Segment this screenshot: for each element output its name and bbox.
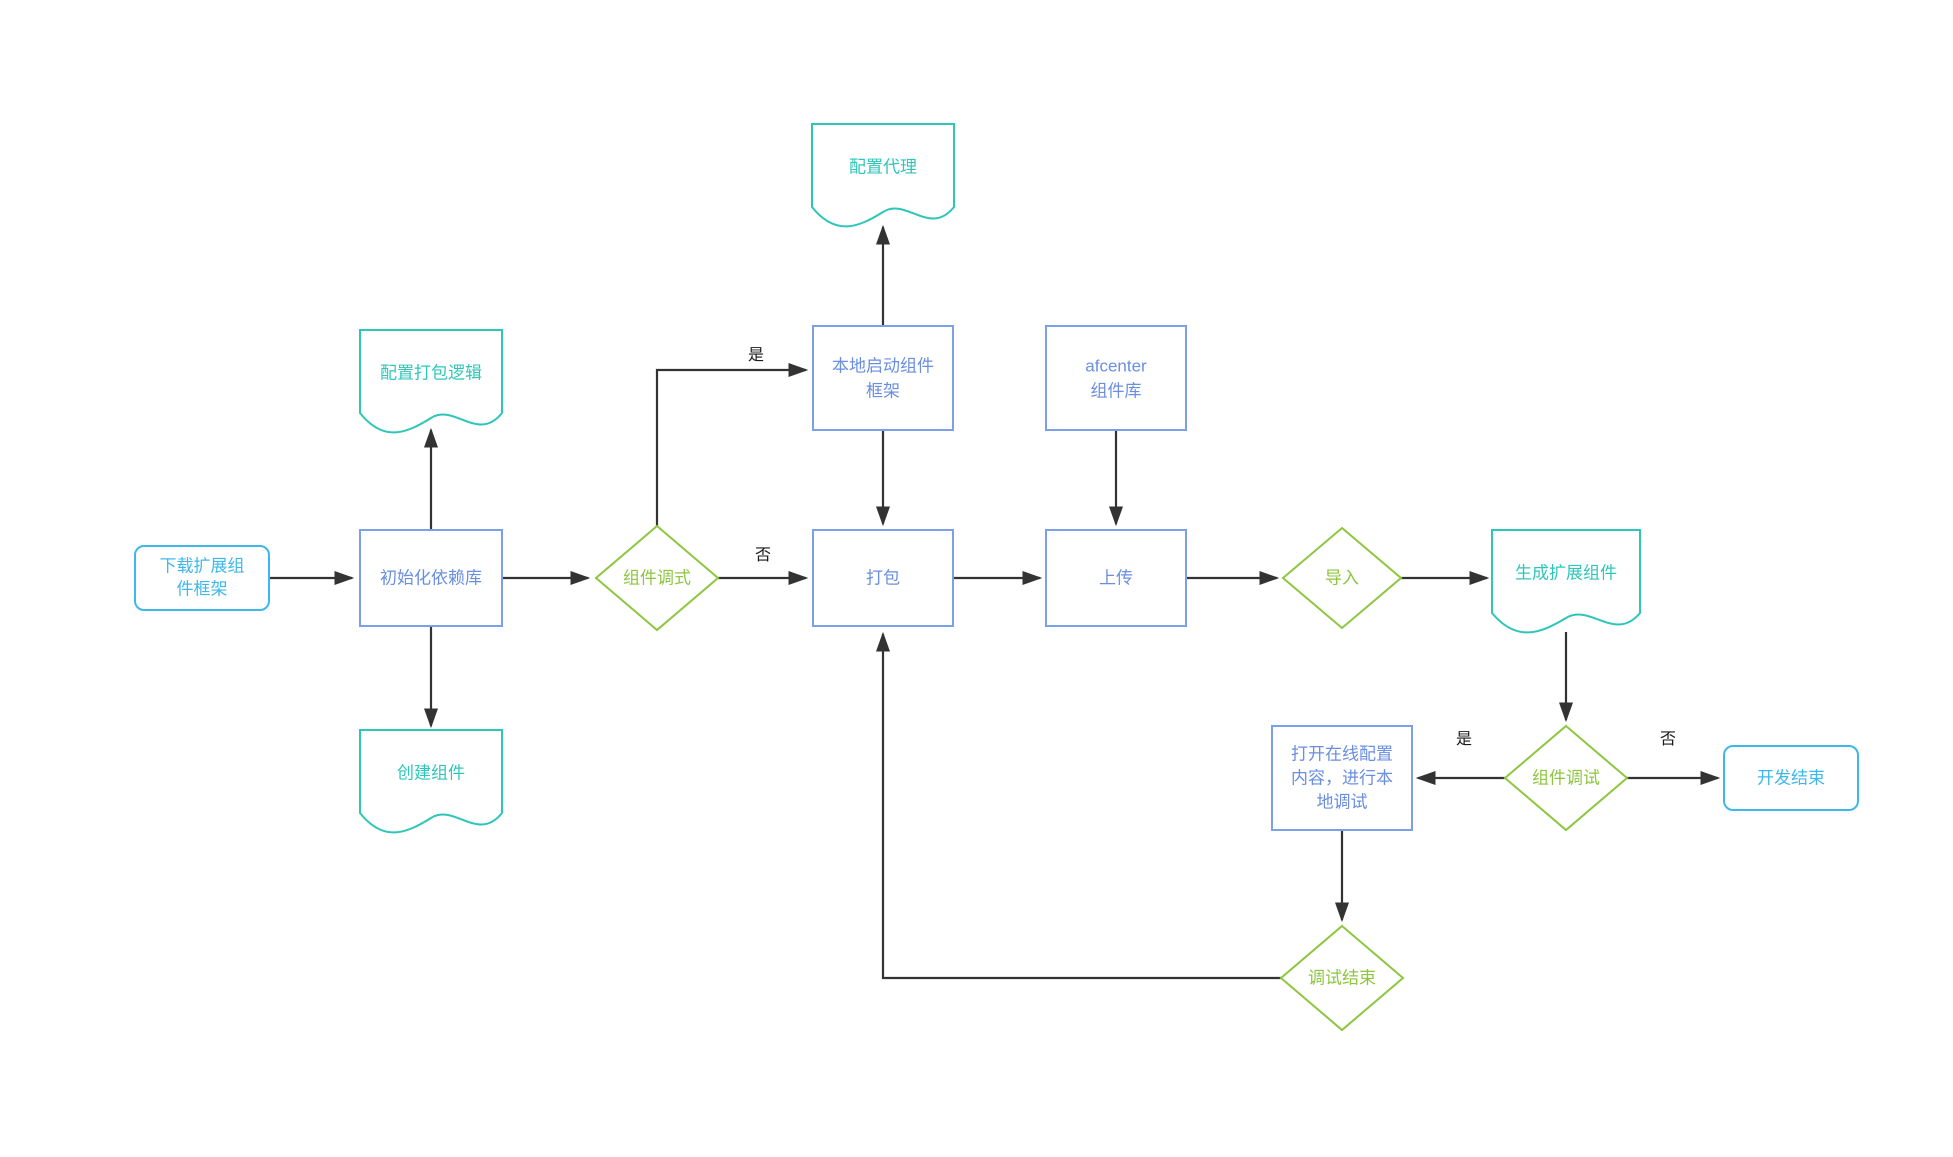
node-label-line: 内容，进行本 [1291, 768, 1393, 787]
node-label-line: 下载扩展组 [160, 556, 245, 575]
edge-label-no-component-debug: 否 [755, 547, 771, 564]
node-local-start-component-framework[interactable]: 本地启动组件 框架 [812, 325, 954, 431]
node-label-line: 生成扩展组件 [1515, 563, 1617, 582]
node-shape-process[interactable] [1045, 325, 1187, 431]
edge-debugdecision-yes-to-localstart [655, 362, 809, 526]
node-create-component[interactable]: 创建组件 [359, 729, 503, 834]
node-shape-decision[interactable] [1279, 924, 1405, 1032]
node-shape-process[interactable] [359, 529, 503, 627]
node-label-line: 初始化依赖库 [380, 568, 482, 587]
node-label-line: afcenter [1085, 356, 1147, 375]
node-shape-document[interactable] [359, 729, 503, 834]
node-open-online-config-local-debug[interactable]: 打开在线配置 内容，进行本 地调试 [1271, 725, 1413, 831]
node-init-dependency-library[interactable]: 初始化依赖库 [359, 529, 503, 627]
edge-debugend-to-package-loop [875, 631, 1281, 980]
node-shape-decision[interactable] [594, 524, 720, 632]
node-label-line: 地调试 [1317, 792, 1368, 811]
node-shape-process[interactable] [812, 529, 954, 627]
edge-label-yes-component-debug2: 是 [1456, 731, 1472, 748]
node-label-line: 配置打包逻辑 [380, 363, 482, 382]
node-label-line: 调试结束 [1308, 968, 1376, 987]
node-label-line: 组件调试 [1532, 768, 1600, 787]
node-label-line: 开发结束 [1757, 768, 1825, 787]
node-shape-document[interactable] [359, 329, 503, 434]
node-layer: 下载扩展组 件框架 初始化依赖库 配置打包逻辑 创建组件 组件调式 [134, 123, 1859, 1032]
node-label-line: 组件调式 [623, 568, 691, 587]
node-label-line: 配置代理 [849, 157, 917, 176]
node-label-line: 框架 [866, 381, 900, 400]
node-shape-process[interactable] [1271, 725, 1413, 831]
node-import-decision[interactable]: 导入 [1281, 526, 1403, 630]
node-shape-process[interactable] [812, 325, 954, 431]
node-afcenter-component-library[interactable]: afcenter 组件库 [1045, 325, 1187, 431]
node-shape-terminal[interactable] [1723, 745, 1859, 811]
node-label-line: 导入 [1325, 568, 1359, 587]
edge-label-no-component-debug2: 否 [1660, 731, 1676, 748]
edge-label-yes-component-debug: 是 [748, 347, 764, 364]
node-development-end[interactable]: 开发结束 [1723, 745, 1859, 811]
node-config-package-logic[interactable]: 配置打包逻辑 [359, 329, 503, 434]
node-label-line: 打开在线配置 [1291, 744, 1393, 763]
node-label-line: 创建组件 [397, 763, 465, 782]
node-generate-extension-component[interactable]: 生成扩展组件 [1491, 529, 1641, 634]
node-component-debug-decision-2[interactable]: 组件调试 [1503, 724, 1629, 832]
node-label-line: 本地启动组件 [832, 356, 934, 375]
node-shape-decision[interactable] [1281, 526, 1403, 630]
node-shape-document[interactable] [1491, 529, 1641, 634]
node-package[interactable]: 打包 [812, 529, 954, 627]
node-shape-decision[interactable] [1503, 724, 1629, 832]
node-download-extension-framework[interactable]: 下载扩展组 件框架 [134, 545, 270, 611]
node-label-line: 打包 [866, 568, 900, 587]
node-label-line: 件框架 [177, 579, 228, 598]
edge-label-layer: 是 否 是 否 [748, 347, 1676, 748]
node-label-line: 组件库 [1091, 381, 1142, 400]
node-label-line: 上传 [1099, 568, 1133, 587]
node-upload[interactable]: 上传 [1045, 529, 1187, 627]
node-shape-document[interactable] [811, 123, 955, 228]
node-shape-terminal[interactable] [134, 545, 270, 611]
node-shape-process[interactable] [1045, 529, 1187, 627]
node-component-debug-decision[interactable]: 组件调式 [594, 524, 720, 632]
node-config-proxy[interactable]: 配置代理 [811, 123, 955, 228]
node-debug-end-decision[interactable]: 调试结束 [1279, 924, 1405, 1032]
